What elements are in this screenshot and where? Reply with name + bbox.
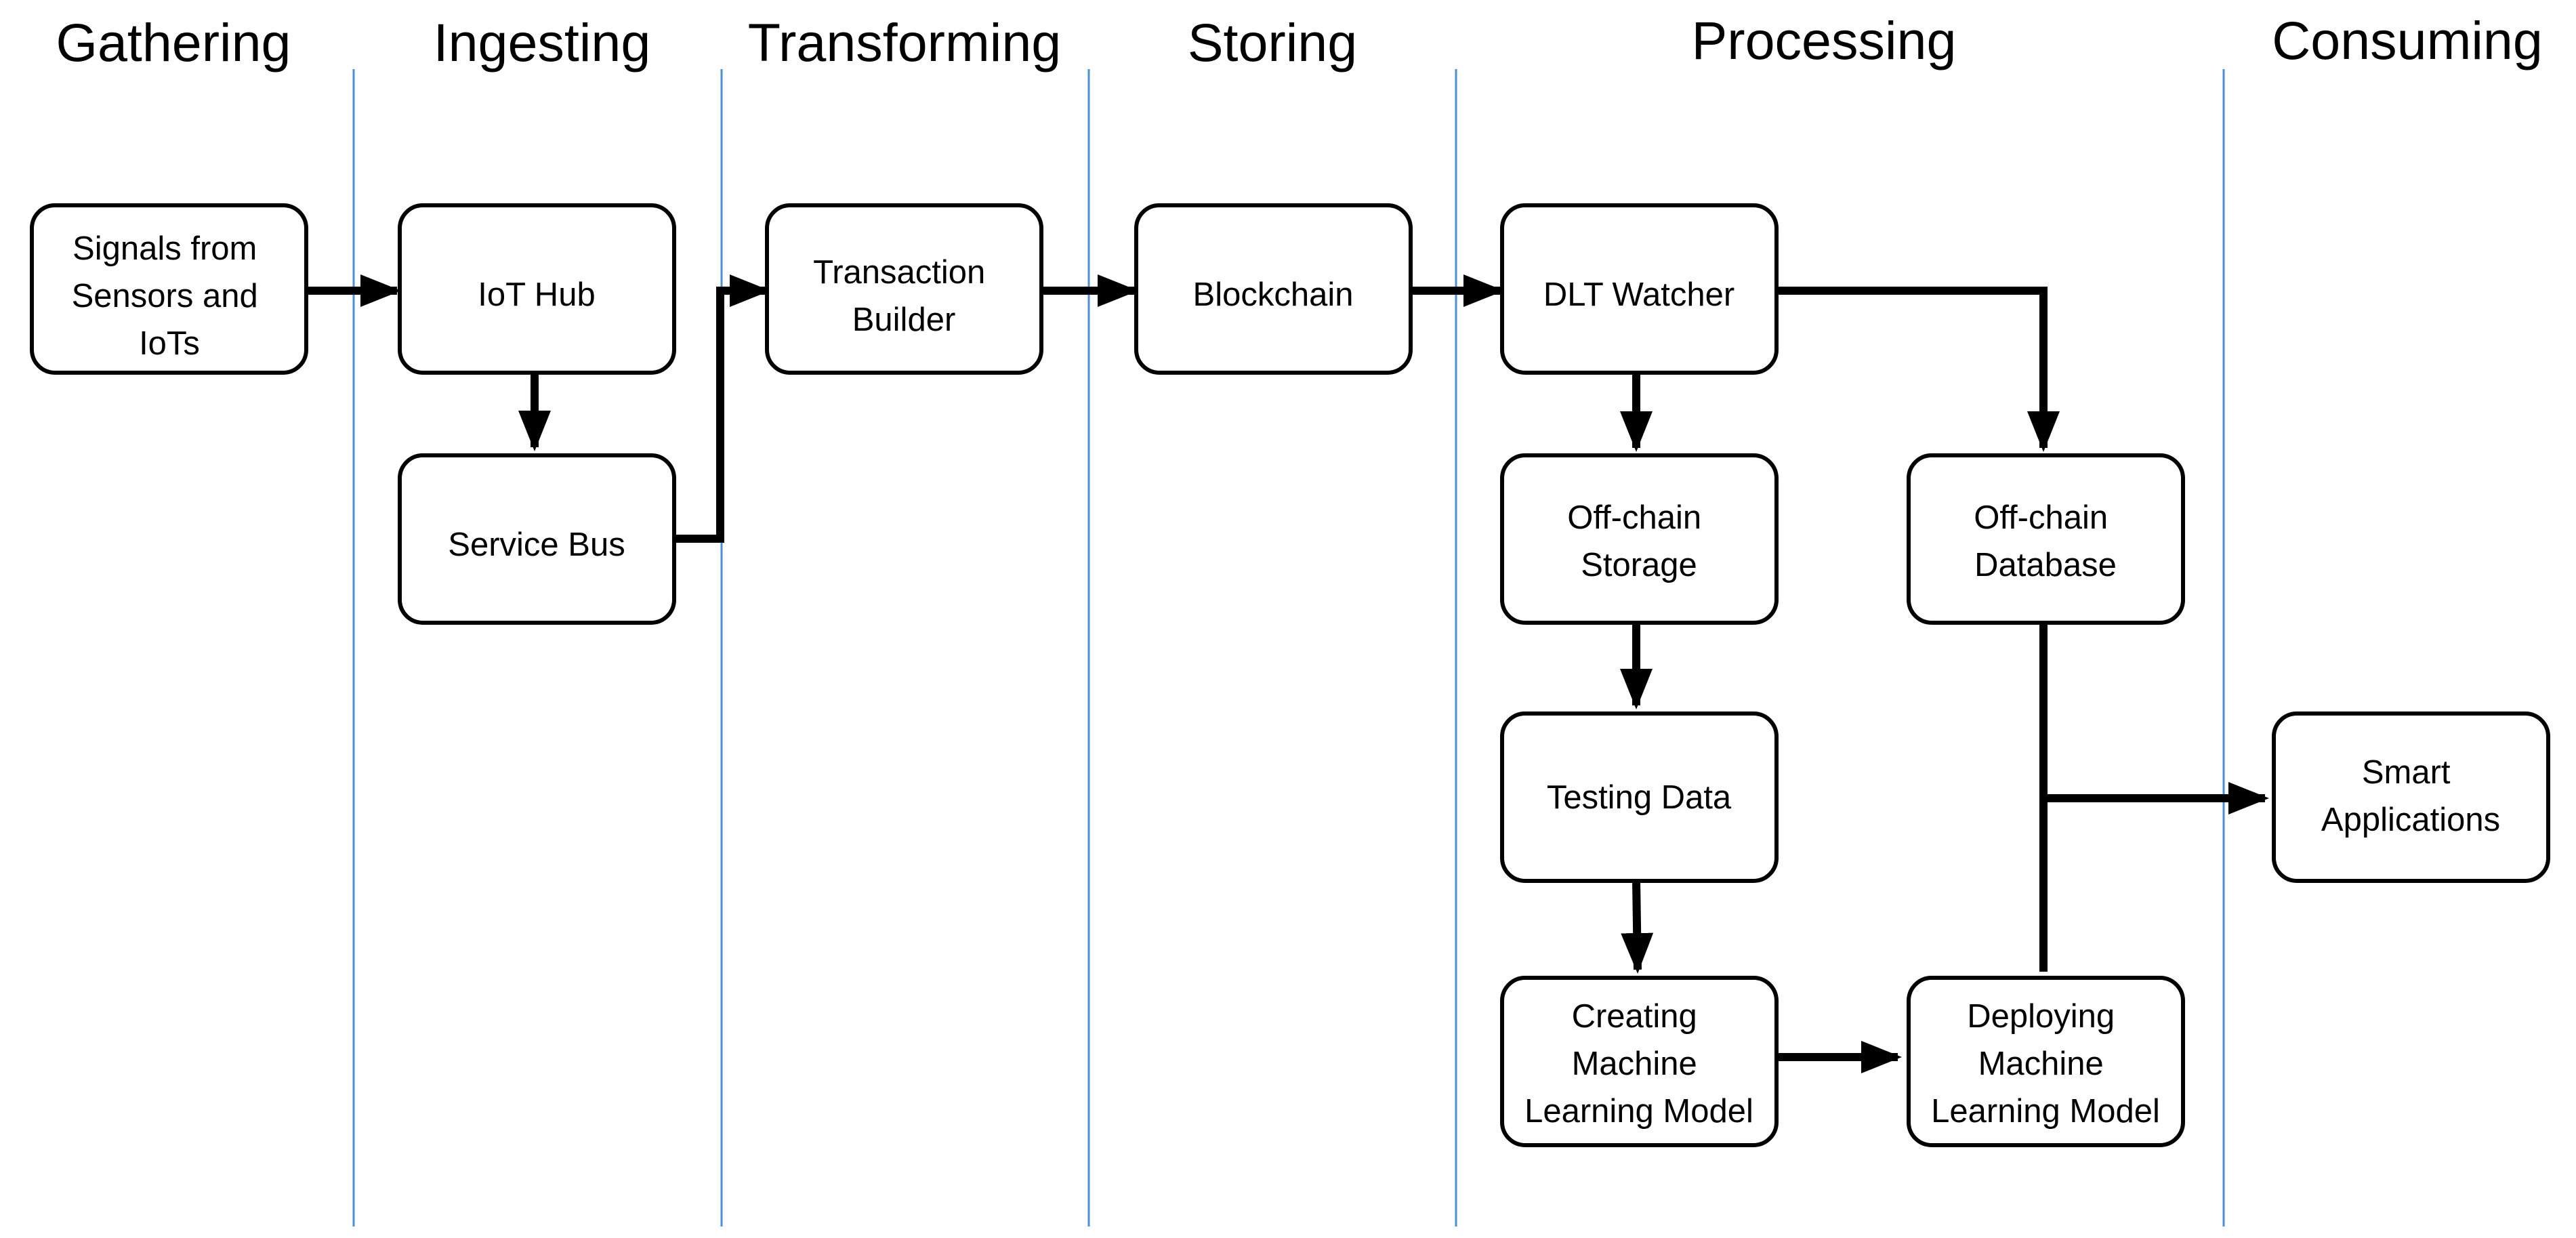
- node-offchain-storage-line-1: Off-chain: [1567, 499, 1701, 536]
- node-service-bus: Service Bus: [398, 453, 676, 625]
- lane-title-storing: Storing: [1188, 12, 1357, 73]
- lane-titles: Gathering Ingesting Transforming Storing…: [56, 10, 2543, 73]
- node-blockchain: Blockchain: [1134, 203, 1413, 375]
- node-smart-applications: Smart Applications: [2272, 711, 2550, 883]
- node-iot-hub: IoT Hub: [398, 203, 676, 375]
- lane-title-transforming: Transforming: [748, 12, 1061, 73]
- node-offchain-database-line-2: Database: [1974, 547, 2117, 583]
- node-transaction-builder-line-1: Transaction: [813, 254, 985, 291]
- node-transaction-builder: Transaction Builder: [765, 203, 1043, 375]
- node-iot-hub-line-1: IoT Hub: [478, 276, 595, 313]
- node-signals-line-1: Signals from: [72, 230, 257, 267]
- svg-text:Off-chain Database: Off-chain Database: [1974, 499, 2117, 583]
- node-smart-applications-line-2: Applications: [2321, 802, 2500, 838]
- svg-text:Off-chain Storage: Off-chain Storage: [1567, 499, 1711, 583]
- node-offchain-storage: Off-chain Storage: [1500, 453, 1779, 625]
- node-creating-ml-line-1: Creating: [1572, 998, 1697, 1035]
- svg-text:Deploying Machine: Deploying Machine Learning Model: [1931, 998, 2160, 1130]
- node-deploying-ml: Deploying Machine Learning Model: [1907, 976, 2185, 1147]
- svg-text:Blockchain: Blockchain: [1193, 276, 1354, 313]
- node-offchain-database: Off-chain Database: [1907, 453, 2185, 625]
- lane-title-processing: Processing: [1692, 10, 1957, 70]
- node-creating-ml-line-2: Machine: [1572, 1046, 1697, 1082]
- node-signals: Signals from Sensors and IoTs: [30, 203, 308, 375]
- node-signals-line-2: Sensors and: [72, 278, 258, 314]
- svg-text:Service Bus: Service Bus: [448, 527, 625, 563]
- node-creating-ml-line-3: Learning Model: [1524, 1093, 1753, 1130]
- node-signals-line-3: IoTs: [139, 325, 200, 362]
- svg-text:Signals from Sensors and: Signals from Sensors and IoTs: [72, 230, 268, 362]
- svg-text:Smart Applications: Smart Applications: [2321, 754, 2500, 838]
- node-smart-applications-line-1: Smart: [2362, 754, 2451, 791]
- node-offchain-storage-line-2: Storage: [1581, 547, 1697, 583]
- node-dlt-watcher: DLT Watcher: [1500, 203, 1779, 375]
- node-deploying-ml-line-2: Machine: [1978, 1046, 2104, 1082]
- lane-title-ingesting: Ingesting: [434, 12, 651, 73]
- edge-testing-data-to-creating-ml: [1621, 880, 1654, 974]
- svg-text:Creating Machine L: Creating Machine Learning Model: [1524, 998, 1753, 1130]
- svg-text:IoT Hub: IoT Hub: [478, 276, 595, 313]
- lane-title-gathering: Gathering: [56, 12, 291, 73]
- lane-dividers: [352, 69, 2225, 1226]
- node-dlt-watcher-line-1: DLT Watcher: [1543, 276, 1734, 313]
- node-testing-data-line-1: Testing Data: [1547, 779, 1732, 816]
- node-service-bus-line-1: Service Bus: [448, 527, 625, 563]
- svg-text:DLT Watcher: DLT Watcher: [1543, 276, 1734, 313]
- svg-text:Testing Data: Testing Data: [1547, 779, 1732, 816]
- node-deploying-ml-line-3: Learning Model: [1931, 1093, 2160, 1130]
- node-testing-data: Testing Data: [1500, 711, 1779, 883]
- edge-service-bus-to-transaction-builder: [675, 274, 770, 543]
- node-offchain-database-line-1: Off-chain: [1974, 499, 2108, 536]
- node-transaction-builder-line-2: Builder: [852, 302, 956, 338]
- node-creating-ml: Creating Machine Learning Model: [1500, 976, 1779, 1147]
- svg-text:Transaction Builder: Transaction Builder: [813, 254, 995, 338]
- lane-title-consuming: Consuming: [2272, 10, 2543, 70]
- node-blockchain-line-1: Blockchain: [1193, 276, 1354, 313]
- edge-dlt-watcher-to-offchain-database: [1775, 287, 2060, 452]
- edges: [306, 274, 2269, 1073]
- node-deploying-ml-line-1: Deploying: [1967, 998, 2115, 1035]
